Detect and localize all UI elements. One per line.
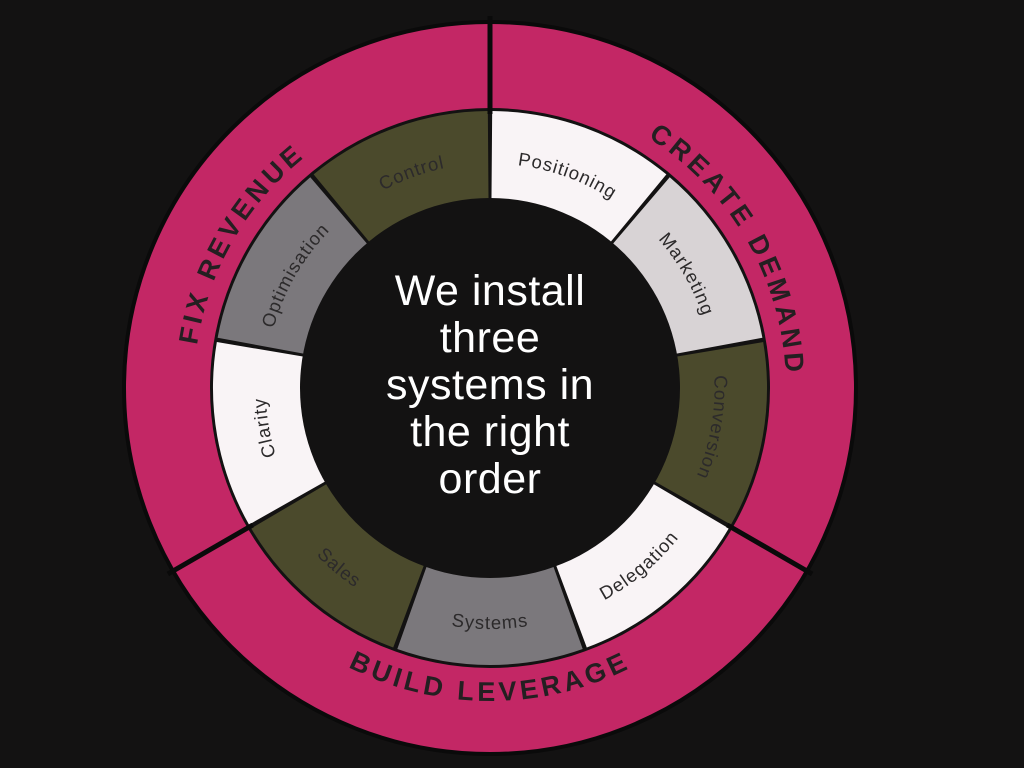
segment-conversion: [654, 342, 767, 525]
center-text-line: We install: [395, 267, 586, 315]
phase-divider: [726, 522, 814, 577]
segment-positioning: [491, 111, 667, 243]
segment-marketing: [612, 177, 763, 354]
segment-delegation: [556, 483, 729, 648]
segment-clarity: [212, 342, 326, 525]
segment-optimisation: [217, 177, 368, 354]
center-text-line: systems in: [386, 361, 594, 409]
segment-sales: [251, 483, 424, 648]
segment-label-systems: Systems: [451, 609, 530, 633]
segment-systems: [397, 566, 583, 665]
center-text-line: order: [439, 455, 542, 503]
center-text-line: the right: [410, 408, 570, 456]
phase-divider: [166, 522, 254, 577]
center-circle: [300, 198, 680, 578]
center-text-line: three: [440, 314, 541, 362]
segment-control: [313, 111, 489, 243]
